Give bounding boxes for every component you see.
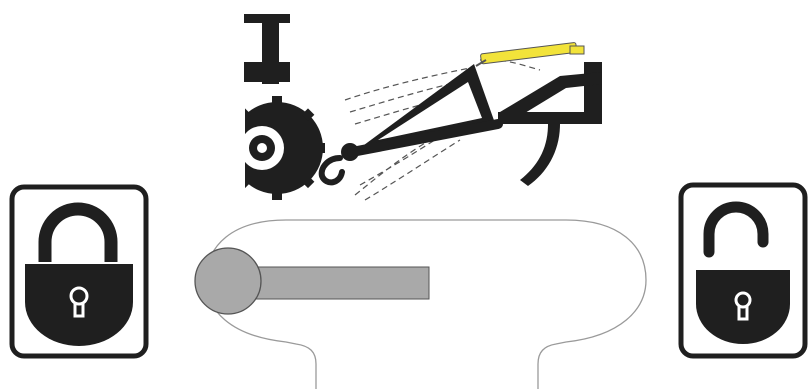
slider-fill-bar xyxy=(236,266,430,300)
keyhole-icon xyxy=(734,291,752,321)
tractor-hitch-illustration xyxy=(235,14,602,212)
hydraulic-cylinder xyxy=(475,42,585,67)
implement xyxy=(498,62,602,186)
keyhole-icon xyxy=(69,286,89,318)
unlock-button[interactable] xyxy=(678,182,808,359)
tractor-frame xyxy=(244,14,290,84)
lock-closed-icon xyxy=(25,202,133,346)
lock-button[interactable] xyxy=(9,184,149,359)
lock-slider[interactable] xyxy=(193,217,653,389)
slider-knob[interactable] xyxy=(194,247,262,315)
lock-open-icon xyxy=(696,201,790,344)
tractor-wheel xyxy=(235,96,325,212)
lift-linkage xyxy=(347,64,503,157)
slider-track-outline xyxy=(205,219,647,389)
